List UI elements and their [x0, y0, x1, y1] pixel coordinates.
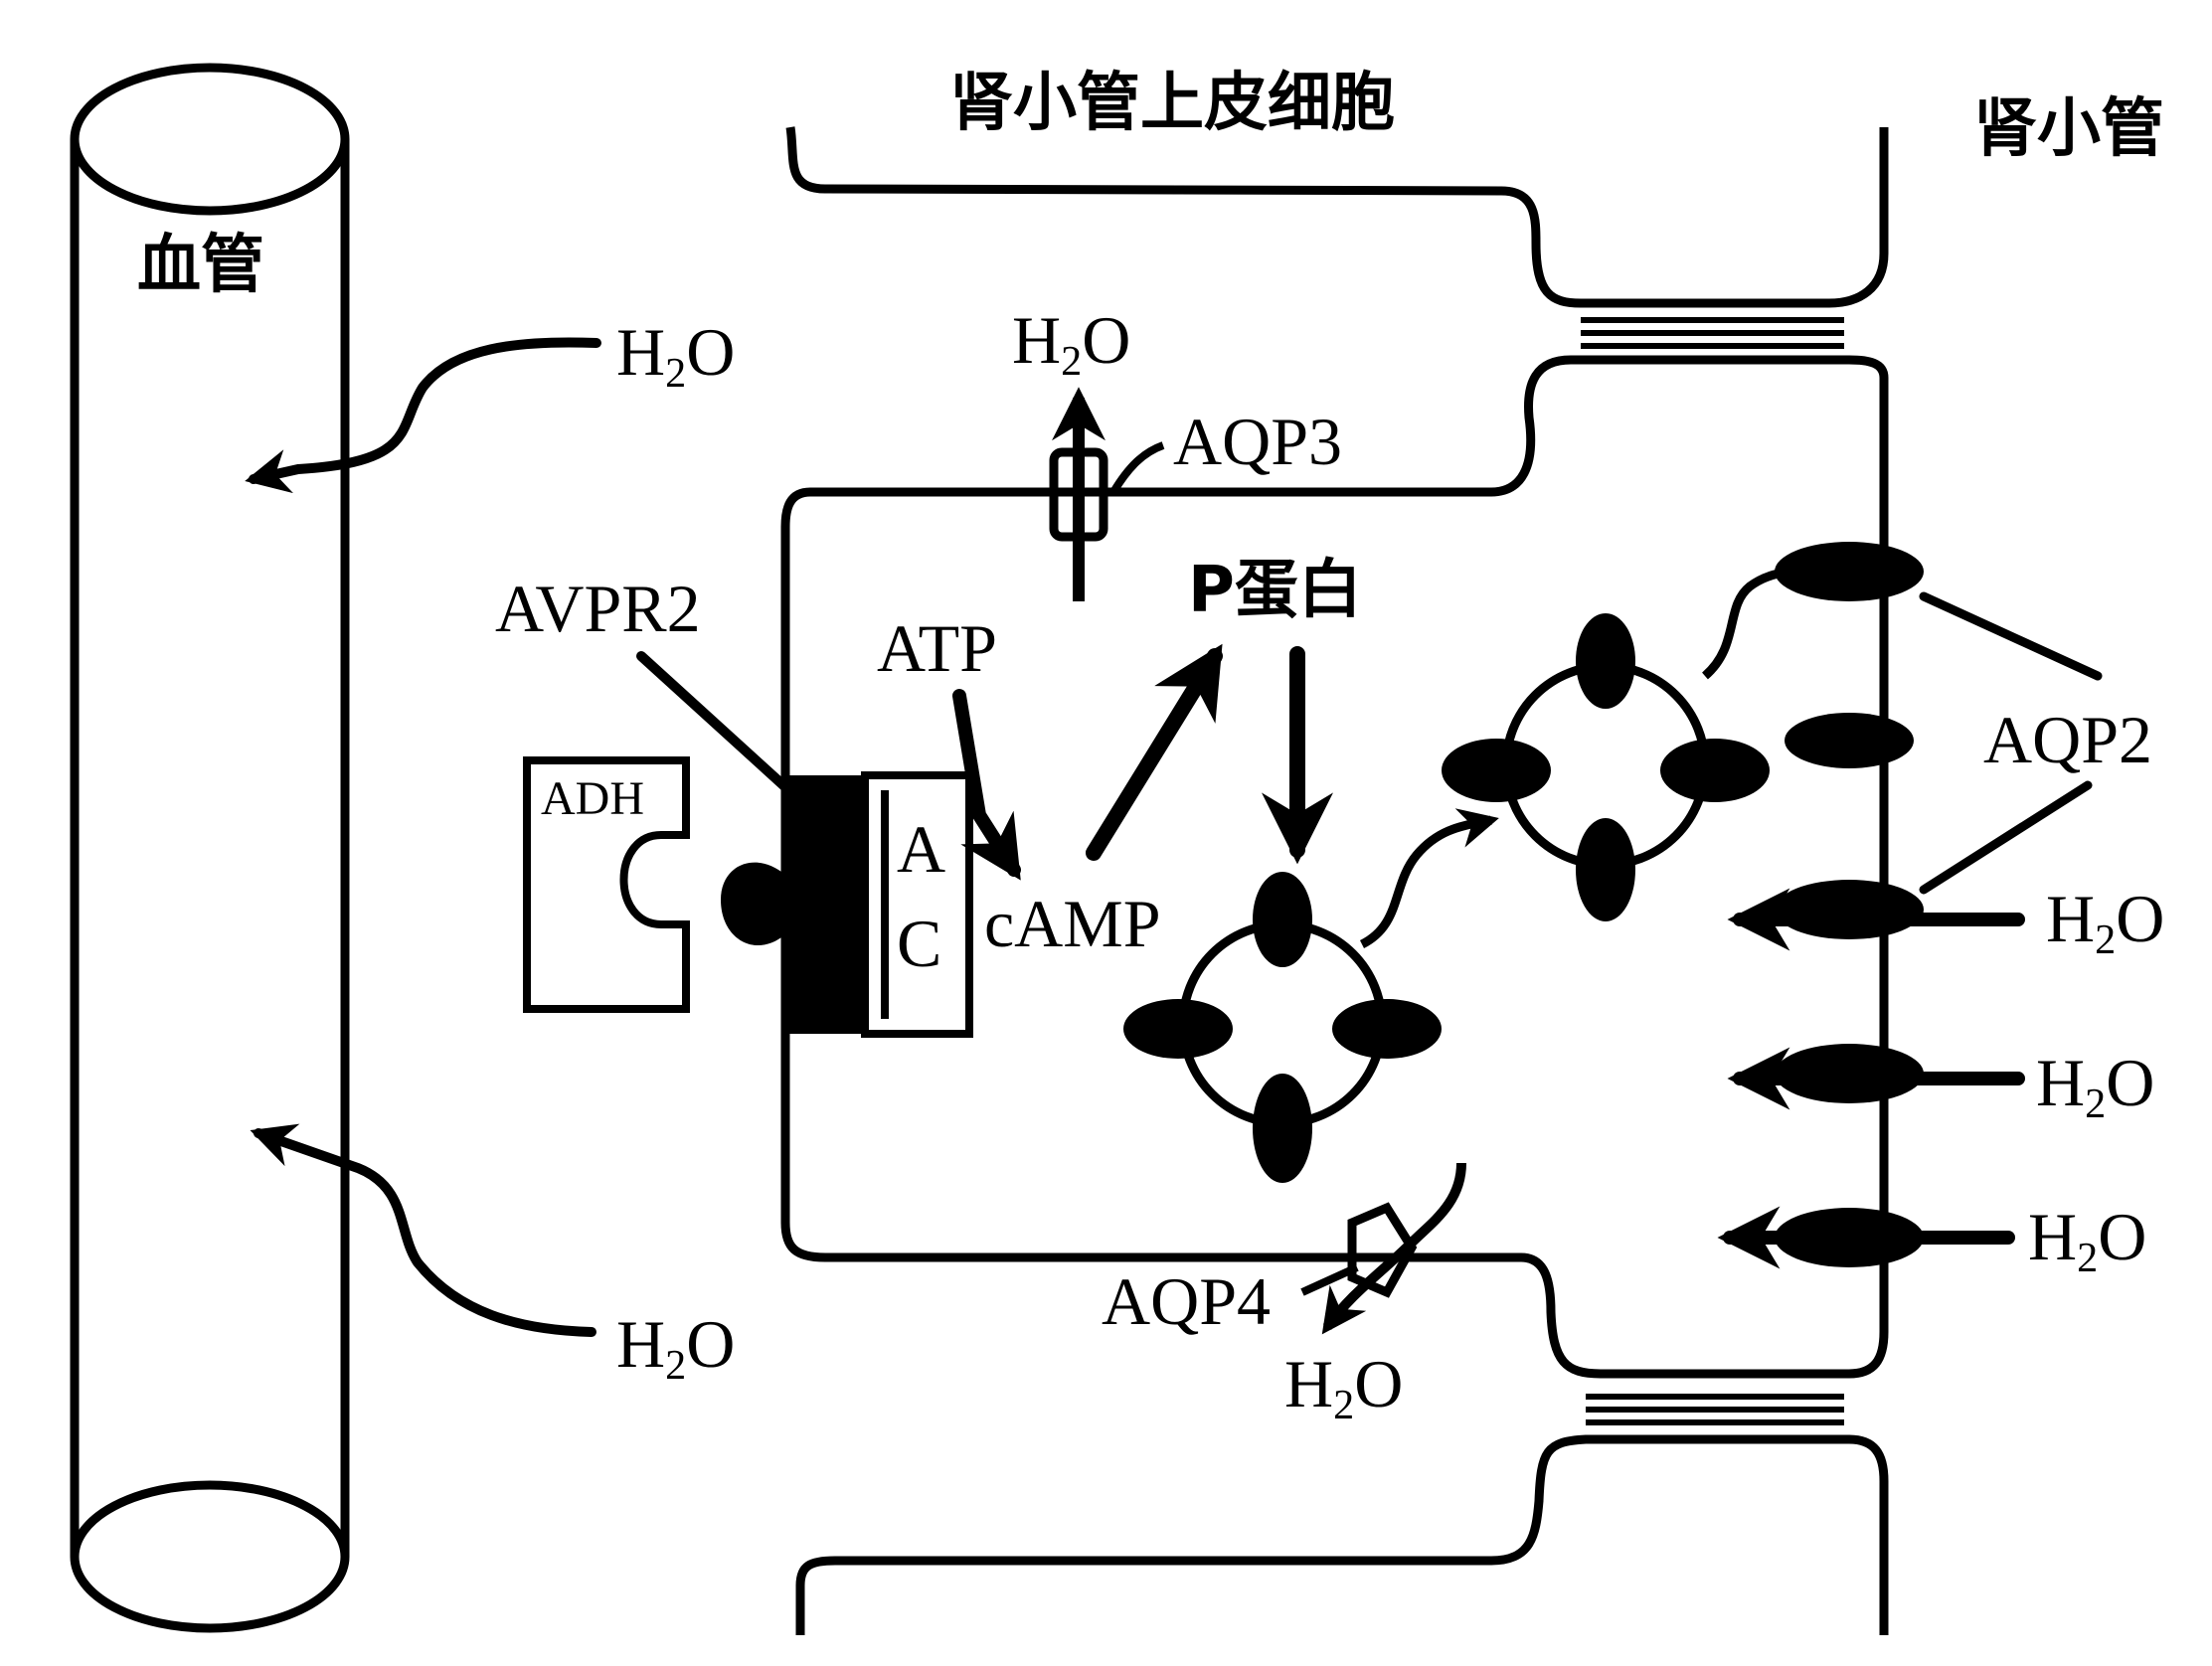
water-into-blood-arrows [245, 337, 601, 1337]
adenylate-cyclase-c-label: C [897, 906, 942, 981]
p-protein-label: P蛋白 [1188, 554, 1362, 627]
camp-label: cAMP [984, 886, 1161, 961]
avpr2-pointer [636, 651, 810, 810]
aqp2-label: AQP2 [1983, 702, 2153, 777]
aqp2-vesicle-2 [1442, 613, 1770, 921]
adh-label: ADH [541, 772, 644, 825]
h2o-aqp4-label: H2O [1284, 1346, 1404, 1428]
aqp4-channel [1300, 1162, 1466, 1335]
avpr2-label: AVPR2 [495, 571, 701, 646]
adenylate-cyclase [861, 771, 973, 1038]
aqp3-label: AQP3 [1173, 404, 1343, 479]
aqp4-label: AQP4 [1102, 1263, 1272, 1339]
avpr2-receptor [721, 775, 865, 1034]
h2o-aqp3-label: H2O [1012, 302, 1131, 385]
h2o-blood-top-label: H2O [616, 314, 736, 397]
adenylate-cyclase-a-label: A [897, 811, 946, 887]
aqp2-vesicle-1 [1123, 872, 1442, 1183]
atp-label: ATP [877, 610, 997, 686]
aqp2-pointers [1919, 591, 2103, 895]
atp-to-camp-arrow [952, 689, 1021, 881]
h2o-blood-bottom-label: H2O [616, 1306, 736, 1389]
renal-tubule-label: 肾小管 [1973, 92, 2164, 166]
h2o-aqp2-3-label: H2O [2028, 1199, 2147, 1281]
aqp3-channel [1044, 387, 1165, 601]
tubule-epithelial-cell-label: 肾小管上皮细胞 [949, 67, 1395, 140]
water-through-aqp2-arrows [1717, 888, 2025, 1269]
cell-membranes [780, 126, 1889, 1635]
blood-vessel-label: 血管 [137, 229, 264, 302]
h2o-aqp2-2-label: H2O [2036, 1045, 2155, 1127]
blood-vessel [70, 63, 350, 1633]
h2o-aqp2-1-label: H2O [2046, 881, 2165, 963]
tight-junctions [1581, 317, 1844, 1425]
vesicle-move-arrow [1359, 808, 1499, 949]
camp-to-p-protein-arrow [1086, 643, 1223, 861]
membrane-aqp2-channels [1775, 542, 1924, 1267]
adh-molecule [523, 756, 690, 1013]
